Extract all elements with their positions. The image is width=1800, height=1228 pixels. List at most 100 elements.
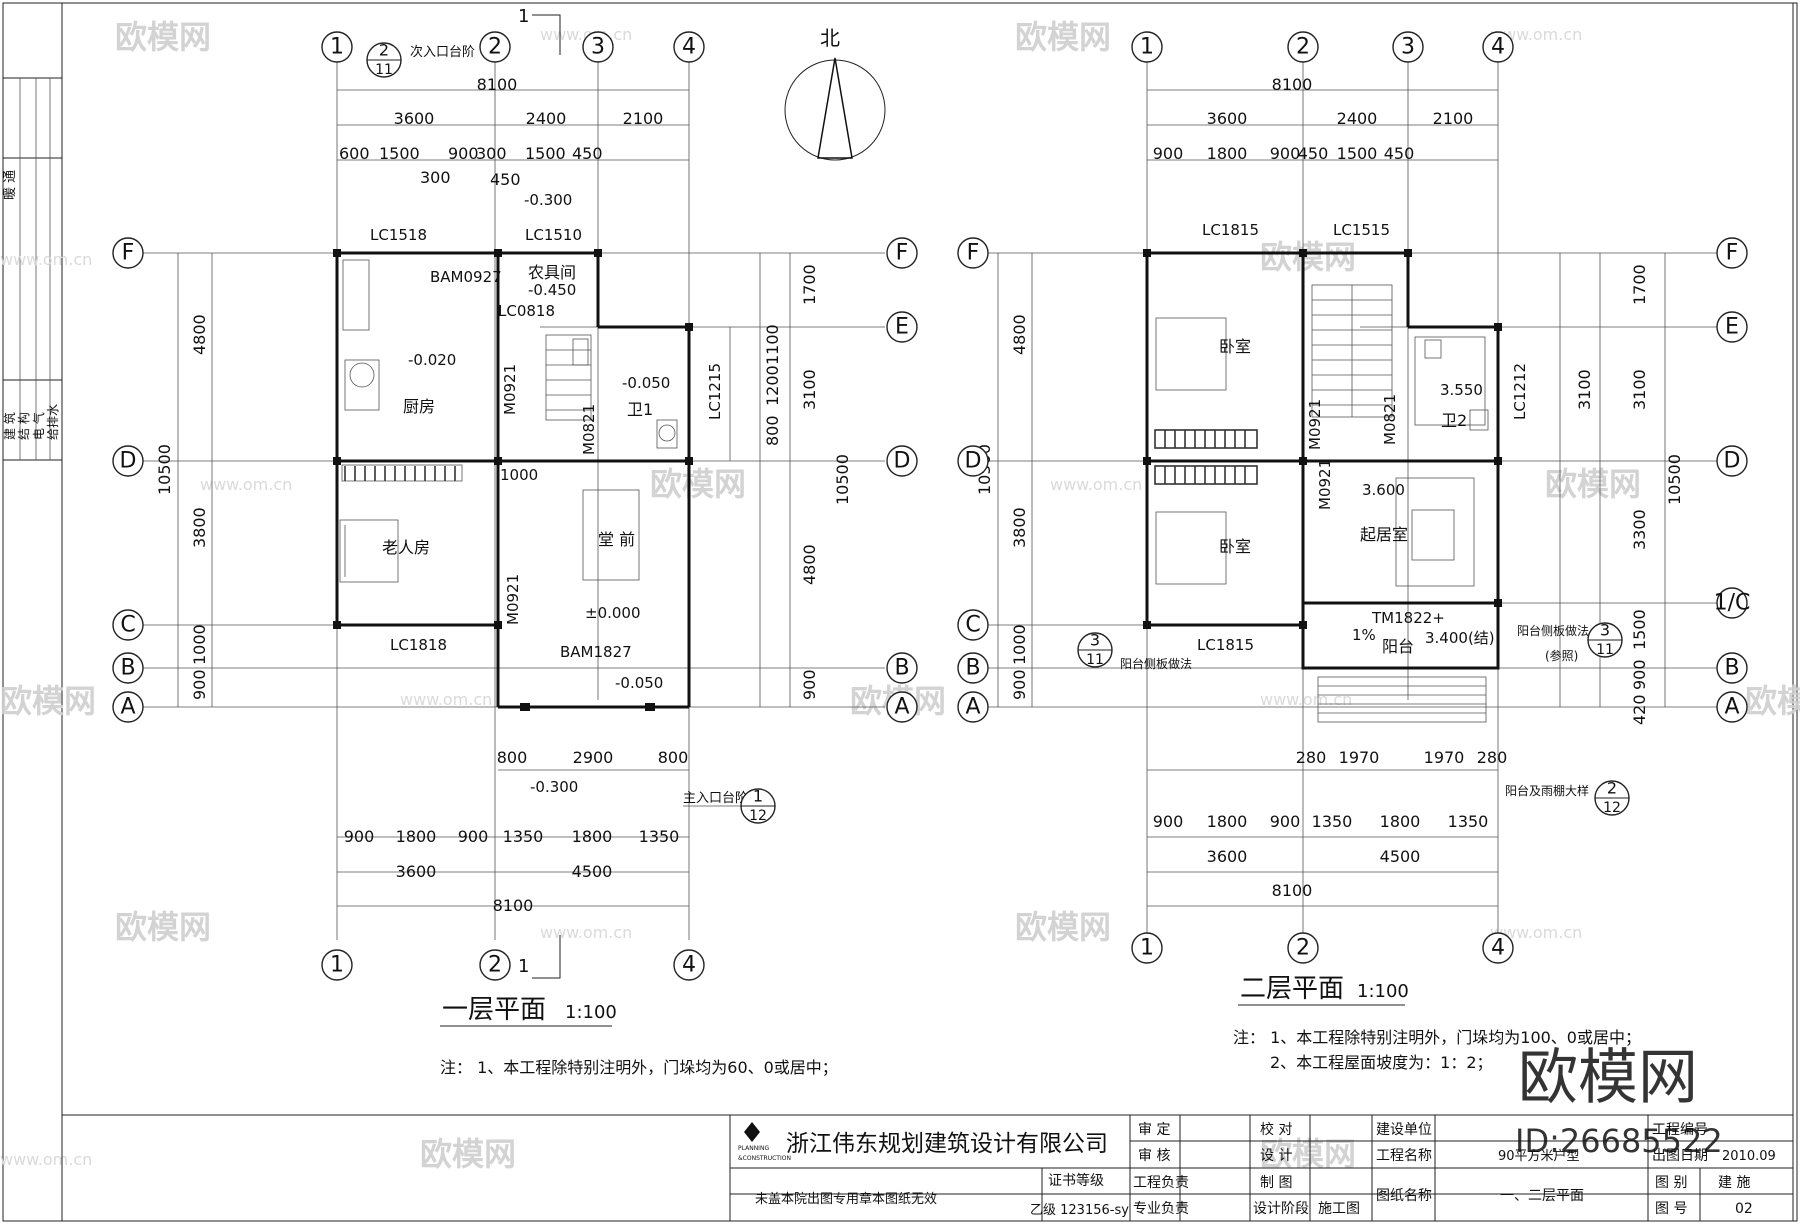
axis-label: A: [965, 695, 980, 720]
axis-bubbles-left: F D C B A: [112, 237, 144, 723]
axis-label: D: [894, 449, 911, 474]
detail-ref-bottom: 11: [1596, 642, 1614, 658]
axis-label: C: [965, 613, 980, 638]
watermark-brand: 欧模网: [420, 1135, 516, 1173]
tb-cell: 校 对: [1260, 1121, 1292, 1138]
project-name: 90平方米户型: [1498, 1148, 1580, 1164]
axis-label: 1: [1140, 936, 1154, 961]
dim: 1800: [1207, 812, 1248, 831]
dim: 8100: [1272, 881, 1313, 900]
dim: 1700: [1630, 264, 1649, 305]
dim: 450: [1384, 144, 1415, 163]
elevation-mark: -0.050: [615, 674, 663, 692]
logo-text: PLANNING: [738, 1145, 769, 1152]
room-living: 起居室: [1360, 525, 1408, 544]
callout: 阳台侧板做法: [1517, 623, 1589, 638]
margin-label-dianqi: 电 气: [31, 412, 46, 440]
axis-label: 2: [488, 35, 502, 60]
watermark-brand: 欧模网: [650, 465, 746, 503]
dim: 4500: [572, 862, 613, 881]
callout: 次入口台阶: [410, 44, 475, 60]
elevation-mark: 3.600: [1362, 481, 1405, 499]
tb-cell: 图 号: [1655, 1201, 1687, 1217]
stamp-note: 未盖本院出图专用章本图纸无效: [755, 1191, 937, 1207]
detail-ref-bottom: 11: [375, 62, 393, 78]
room-elder: 老人房: [382, 538, 430, 557]
axis-label: C: [120, 613, 135, 638]
dim: 1800: [396, 827, 437, 846]
axis-label: 1: [1140, 35, 1154, 60]
detail-ref-bottom: 12: [1603, 800, 1621, 816]
window-label: LC1815: [1202, 221, 1259, 239]
watermark-site: www.om.cn: [0, 1150, 92, 1169]
room-balcony: 阳台: [1382, 637, 1414, 656]
tb-cell: 审 定: [1138, 1122, 1170, 1138]
door-label: M0821: [580, 404, 598, 455]
room-bedroom: 卧室: [1219, 537, 1251, 556]
callout: 主入口台阶: [683, 791, 748, 806]
dim: 800: [497, 748, 528, 767]
dim: 900: [1270, 812, 1301, 831]
dim: 800: [763, 415, 782, 446]
elevation-mark: -0.020: [408, 351, 456, 369]
callout: 阳台侧板做法: [1120, 656, 1192, 671]
tb-cell: 图纸名称: [1376, 1188, 1432, 1204]
dim: 3300: [1630, 509, 1649, 550]
dim: 3800: [1010, 507, 1029, 548]
axis-label: 4: [682, 953, 696, 978]
left-margin-labels: 暖 通 建 筑 结 构 电 气 给排水: [2, 170, 60, 440]
dim: 1500: [525, 144, 566, 163]
watermark-id: ID:26685522: [1515, 1122, 1723, 1160]
axis-label: 1: [330, 35, 344, 60]
axis-label: 4: [1491, 35, 1505, 60]
drawing-name: 一、二层平面: [1500, 1188, 1584, 1204]
dim: 300: [420, 168, 451, 187]
door-label: BAM0927: [430, 268, 502, 286]
tb-cell: 审 核: [1138, 1148, 1170, 1164]
axis-label: B: [894, 656, 909, 681]
dim: 1700: [800, 264, 819, 305]
tb-cell: 设计阶段: [1253, 1201, 1309, 1217]
detail-ref-bottom: 11: [1086, 652, 1104, 668]
dim: 2400: [526, 109, 567, 128]
elevation-mark: -0.450: [528, 281, 576, 299]
elevation-mark: 3.400(结): [1425, 629, 1495, 647]
watermark-brand: 欧模网: [1260, 238, 1356, 276]
dim: 4800: [800, 544, 819, 585]
axis-label: E: [1725, 315, 1739, 340]
door-label: M0821: [1381, 394, 1399, 445]
dim: 900: [1630, 659, 1649, 690]
dim: 900: [800, 669, 819, 700]
watermark-overlay: 欧模网 ID:26685522: [1515, 1043, 1723, 1160]
section-mark: 1: [518, 956, 529, 977]
tb-cell: 设 计: [1260, 1148, 1292, 1164]
room-wc1: 卫1: [627, 400, 653, 419]
dim: 1970: [1424, 748, 1465, 767]
dim: 900: [448, 144, 479, 163]
axis-label: B: [1724, 656, 1739, 681]
door-label: TM1822+: [1371, 609, 1445, 627]
detail-ref-top: 1: [753, 787, 763, 806]
tb-cell: 工程负责: [1133, 1175, 1189, 1191]
watermark-site: www.om.cn: [1260, 690, 1352, 709]
watermark-site: www.om.cn: [1490, 25, 1582, 44]
dim: 8100: [493, 896, 534, 915]
dim: 900: [1153, 812, 1184, 831]
dim-total: 8100: [477, 75, 518, 94]
dim: 1350: [639, 827, 680, 846]
dim: 1800: [572, 827, 613, 846]
window-label: LC1818: [390, 636, 447, 654]
axis-label: 4: [1491, 936, 1505, 961]
axis-label: F: [1726, 241, 1739, 266]
axis-label: 3: [1401, 35, 1415, 60]
dim: 280: [1477, 748, 1508, 767]
room-tool: 农具间: [528, 263, 576, 282]
detail-ref-top: 3: [1600, 621, 1610, 640]
axis-label: B: [965, 656, 980, 681]
dim: 3600: [1207, 109, 1248, 128]
margin-label-jiegou: 结 构: [16, 412, 31, 440]
window-label: LC1815: [1197, 636, 1254, 654]
watermark-brand: 欧模网: [1015, 18, 1111, 56]
window-label: LC0818: [498, 302, 555, 320]
